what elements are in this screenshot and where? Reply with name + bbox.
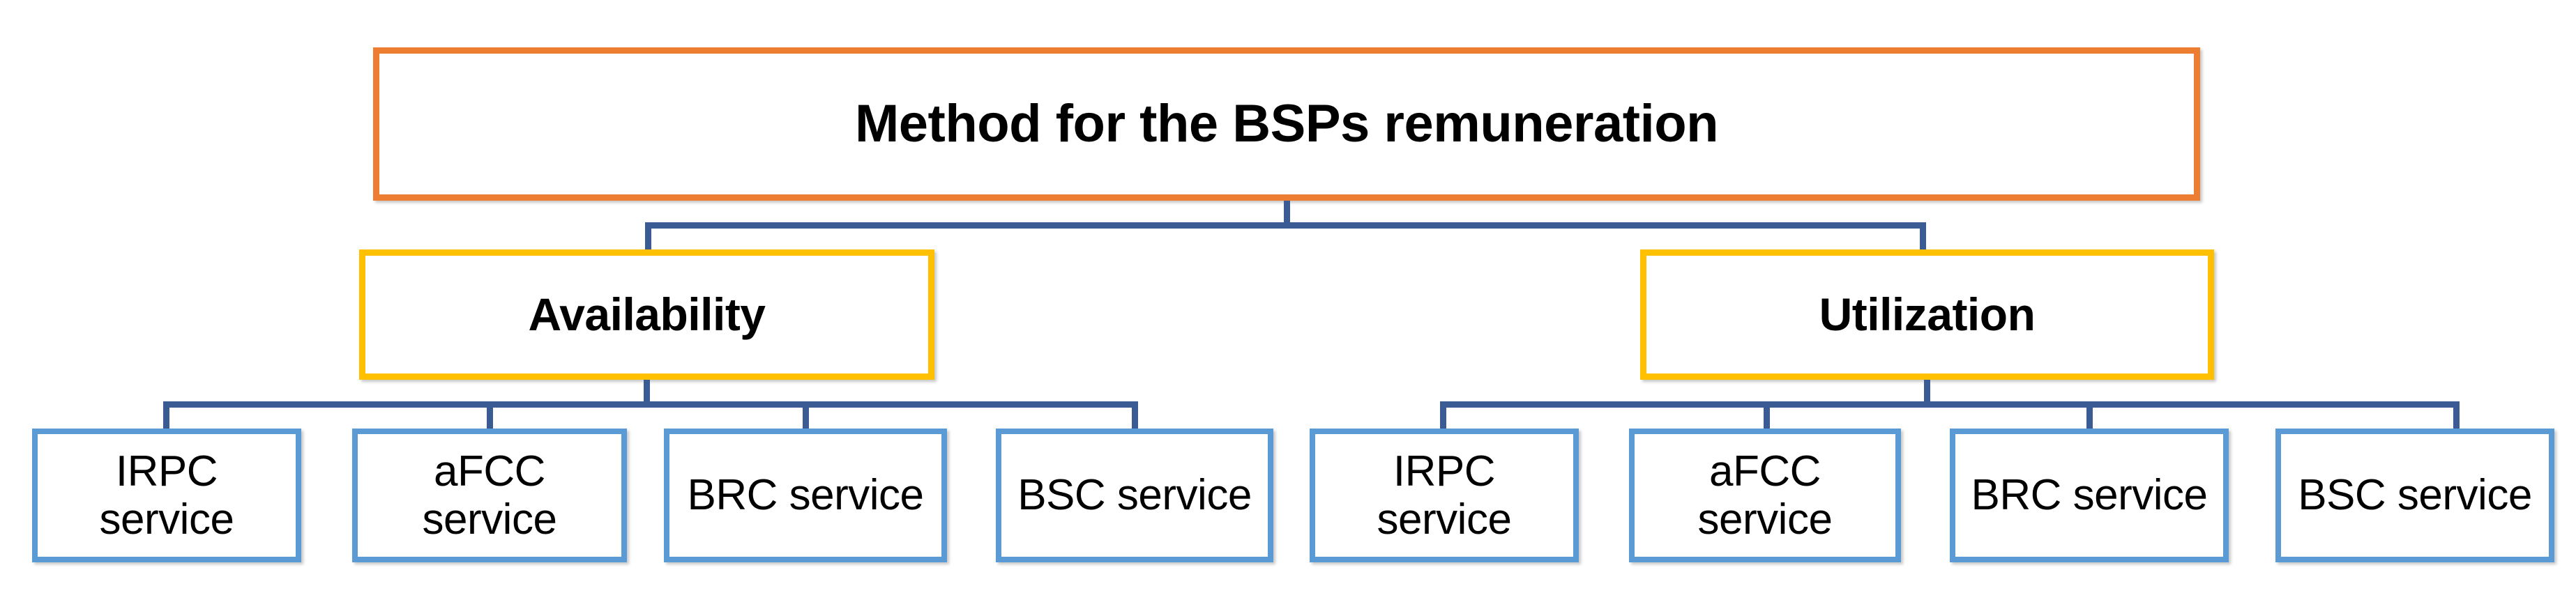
leaf-node-label: aFCC service xyxy=(422,447,557,544)
connector-root-to-availability xyxy=(645,222,651,254)
connector-root-bus xyxy=(645,222,1926,229)
leaf-node-utilization-irpc-service[interactable]: IRPC service xyxy=(1310,429,1579,562)
leaf-node-utilization-brc-service[interactable]: BRC service xyxy=(1950,429,2229,562)
connector-root-stem xyxy=(1284,201,1290,227)
leaf-node-availability-brc-service[interactable]: BRC service xyxy=(664,429,947,562)
root-node-method[interactable]: Method for the BSPs remuneration xyxy=(373,47,2200,201)
leaf-node-availability-irpc-service[interactable]: IRPC service xyxy=(32,429,301,562)
connector-availability-to-afcc xyxy=(487,401,493,431)
connector-utilization-to-bsc xyxy=(2453,401,2460,431)
leaf-node-availability-afcc-service[interactable]: aFCC service xyxy=(352,429,627,562)
branch-node-utilization-label: Utilization xyxy=(1819,288,2036,340)
leaf-node-label: IRPC service xyxy=(99,447,234,544)
connector-utilization-bus xyxy=(1440,401,2460,408)
connector-utilization-to-afcc xyxy=(1764,401,1770,431)
leaf-node-label: BRC service xyxy=(687,471,924,520)
leaf-node-utilization-afcc-service[interactable]: aFCC service xyxy=(1629,429,1901,562)
leaf-node-availability-bsc-service[interactable]: BSC service xyxy=(996,429,1273,562)
leaf-node-label: aFCC service xyxy=(1697,447,1833,544)
leaf-node-label: BSC service xyxy=(2298,471,2532,520)
connector-utilization-to-irpc xyxy=(1440,401,1446,431)
connector-availability-stem xyxy=(644,380,650,406)
connector-availability-to-irpc xyxy=(163,401,169,431)
connector-utilization-to-brc xyxy=(2086,401,2093,431)
connector-availability-to-brc xyxy=(803,401,809,431)
root-node-label: Method for the BSPs remuneration xyxy=(854,94,1719,154)
leaf-node-utilization-bsc-service[interactable]: BSC service xyxy=(2275,429,2554,562)
branch-node-availability-label: Availability xyxy=(528,288,766,340)
branch-node-availability[interactable]: Availability xyxy=(359,249,934,380)
branch-node-utilization[interactable]: Utilization xyxy=(1640,249,2214,380)
connector-utilization-stem xyxy=(1924,380,1930,406)
connector-availability-bus xyxy=(163,401,1138,408)
leaf-node-label: BRC service xyxy=(1971,471,2208,520)
connector-root-to-utilization xyxy=(1920,222,1926,254)
connector-availability-to-bsc xyxy=(1132,401,1138,431)
leaf-node-label: BSC service xyxy=(1017,471,1252,520)
leaf-node-label: IRPC service xyxy=(1377,447,1512,544)
